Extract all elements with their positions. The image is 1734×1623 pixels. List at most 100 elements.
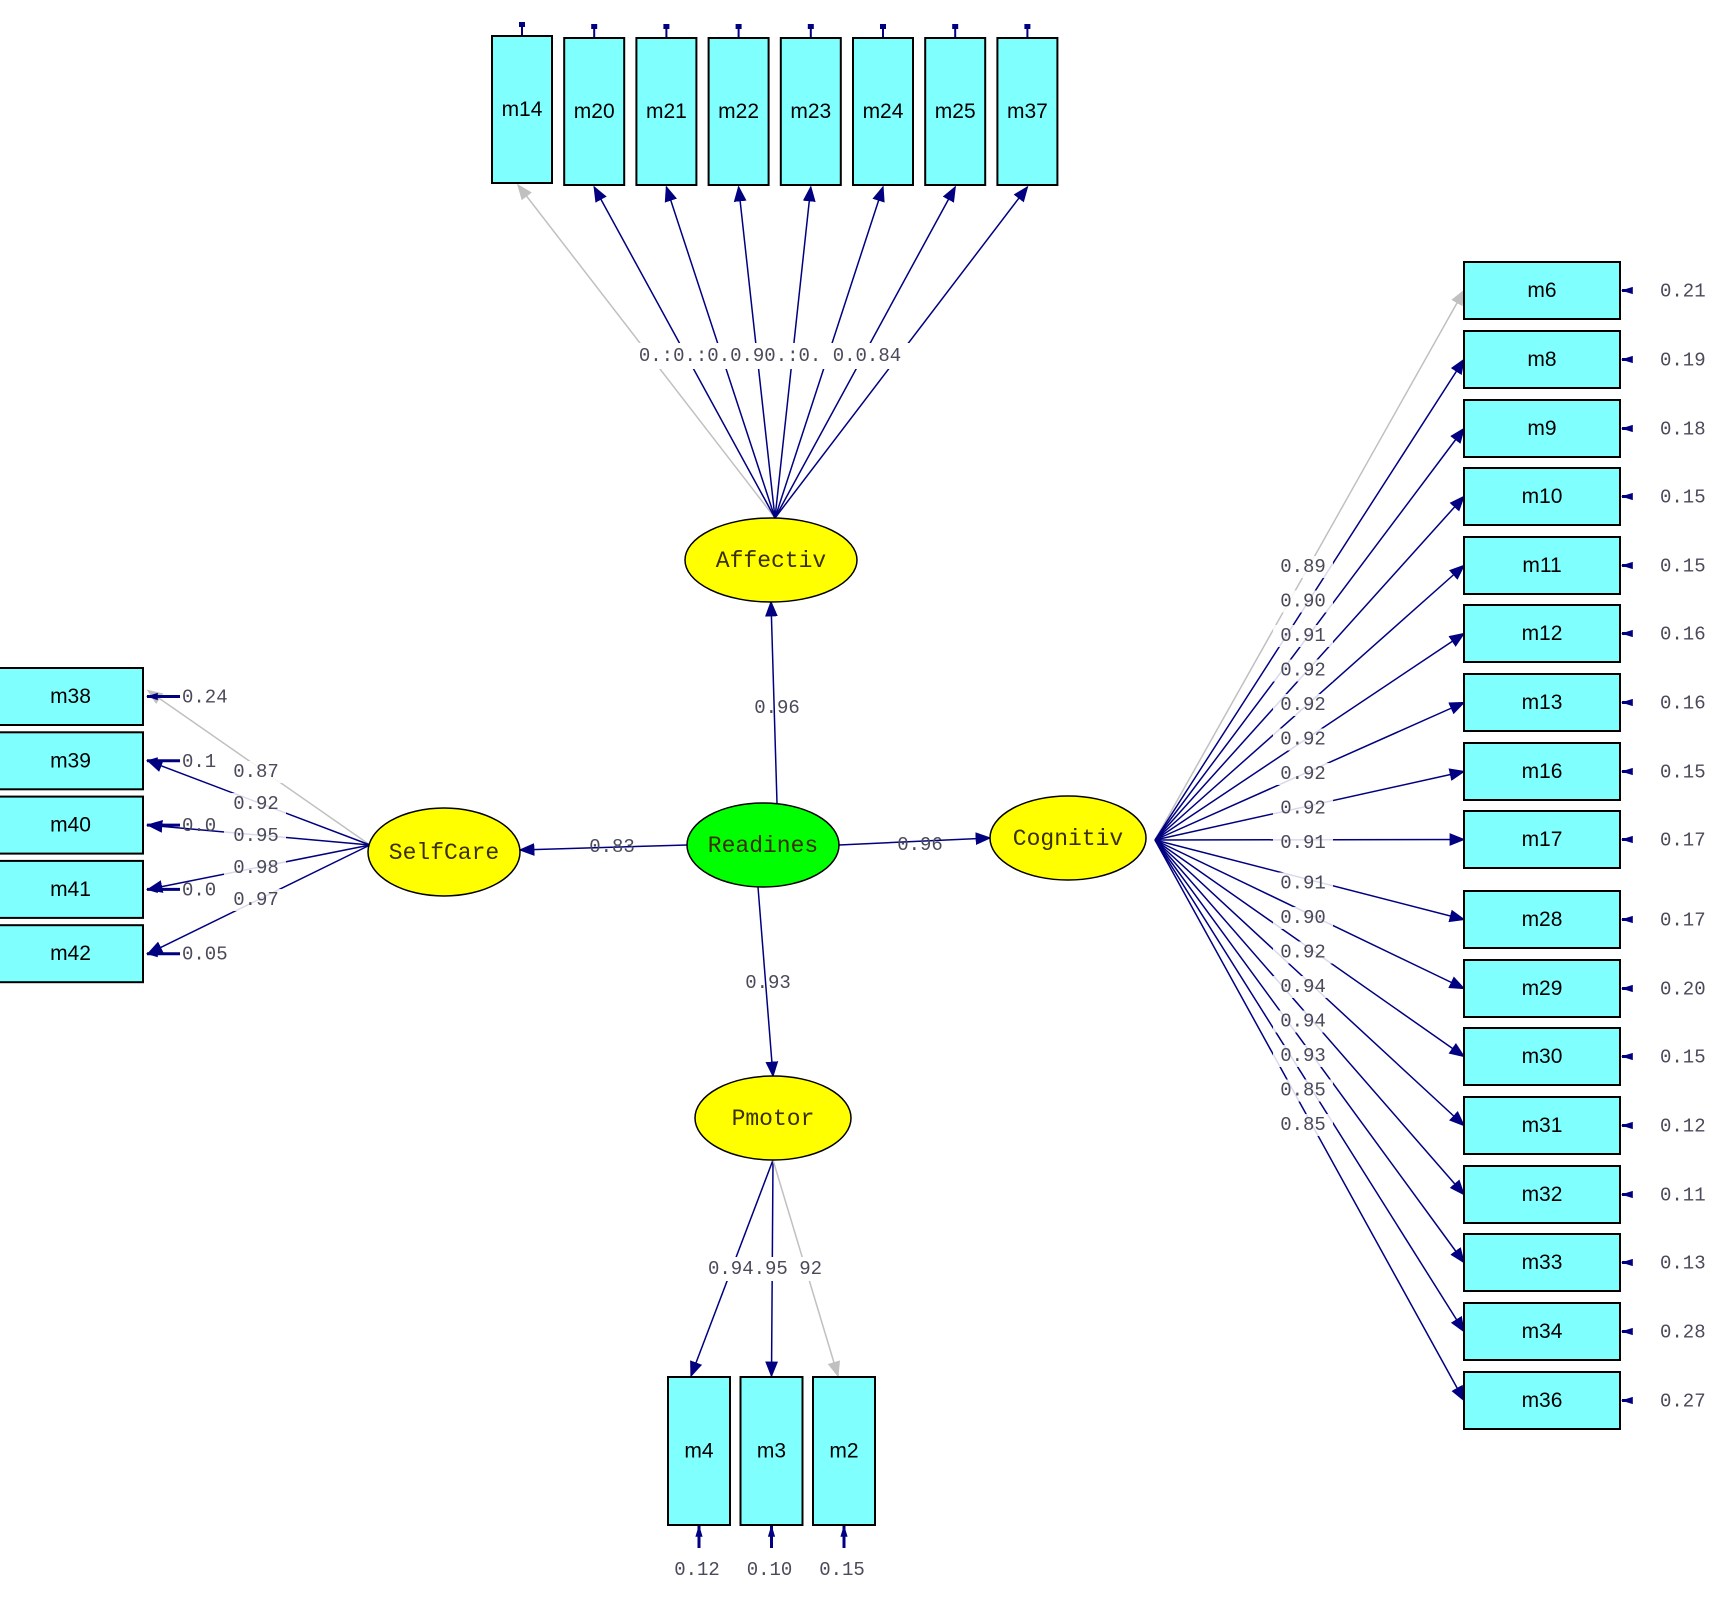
indicator-m2-label: m2 [829, 1440, 858, 1463]
affectiv-loadings-background [605, 343, 935, 369]
loading-cognitiv-m31: 0.94 [1280, 976, 1326, 998]
indicator-m29-label: m29 [1522, 977, 1563, 1000]
loading-cognitiv-m9: 0.91 [1280, 625, 1326, 647]
indicator-m4 [667, 1376, 731, 1526]
loading-bg-m34 [1273, 1079, 1333, 1102]
indicator-m39-label: m39 [50, 749, 91, 772]
loading-cognitiv-m10: 0.92 [1280, 660, 1326, 682]
residual-m9: 0.18 [1660, 419, 1706, 441]
indicator-m6-label: m6 [1527, 279, 1556, 302]
indicator-m34-label: m34 [1522, 1320, 1563, 1343]
latent-selfcare-label: SelfCare [389, 840, 499, 866]
loading-bg-m13 [1273, 763, 1333, 785]
loading-selfcare-m39: 0.92 [233, 793, 279, 815]
residual-marker-m20 [591, 24, 598, 29]
indicator-m28-label: m28 [1522, 908, 1563, 931]
residual-marker-m21 [663, 24, 670, 29]
loading-selfcare-m38: 0.87 [233, 761, 279, 783]
loading-bg-m42 [224, 889, 286, 911]
residual-m4: 0.12 [674, 1559, 720, 1581]
indicator-m10 [1463, 467, 1621, 526]
path-readines-selfcare [518, 843, 688, 856]
indicator-m21 [635, 37, 698, 186]
indicator-m25-label: m25 [935, 100, 976, 123]
affectiv-loadings-label: 0.:0.:0.0.90.:0. 0.0.84 [639, 345, 901, 367]
pmotor-loadings-background [690, 1257, 840, 1281]
indicator-m28 [1463, 890, 1621, 949]
residual-m16: 0.15 [1660, 762, 1706, 784]
loading-cognitiv-m8: 0.90 [1280, 591, 1326, 613]
loading-bg-m6 [1273, 556, 1333, 578]
indicator-m38-label: m38 [50, 685, 91, 708]
indicator-m33 [1463, 1233, 1621, 1292]
loading-bg-m29 [1273, 907, 1333, 929]
residual-m11: 0.15 [1660, 556, 1706, 578]
loading-readines-cognitiv: 0.96 [897, 834, 943, 856]
loading-selfcare-m42: 0.97 [233, 889, 279, 911]
indicator-m9-label: m9 [1527, 417, 1556, 440]
indicator-m23-label: m23 [790, 100, 831, 123]
indicator-m20 [563, 37, 626, 186]
indicator-m42-label: m42 [50, 942, 91, 965]
indicator-m8-label: m8 [1527, 348, 1556, 371]
indicator-m11-label: m11 [1522, 554, 1561, 577]
latent-affectiv-label: Affectiv [716, 548, 827, 574]
indicator-m14-label: m14 [502, 98, 543, 121]
indicator-m8 [1463, 330, 1621, 389]
loading-bg-m30 [1273, 941, 1333, 964]
residual-m6: 0.21 [1660, 281, 1706, 303]
residual-m29: 0.20 [1660, 979, 1706, 1001]
residual-marker-m24 [880, 24, 886, 29]
indicator-m12 [1463, 604, 1621, 663]
indicator-m12-label: m12 [1522, 622, 1563, 645]
indicator-m41 [0, 859, 144, 919]
loading-cognitiv-m28: 0.91 [1280, 873, 1326, 895]
pmotor-loadings-label: 0.94.95 92 [708, 1258, 822, 1280]
loading-cognitiv-m12: 0.92 [1280, 729, 1326, 751]
loading-cognitiv-m13: 0.92 [1280, 763, 1326, 785]
loading-cognitiv-m11: 0.92 [1280, 694, 1326, 716]
loading-selfcare-m41: 0.98 [233, 857, 279, 879]
residual-m30: 0.15 [1660, 1047, 1706, 1069]
latent-pmotor [694, 1075, 852, 1161]
indicator-m10-label: m10 [1522, 485, 1563, 508]
residual-m36: 0.27 [1660, 1391, 1706, 1413]
indicator-m17 [1463, 810, 1621, 869]
loading-bg-m40 [224, 825, 286, 847]
residual-m13: 0.16 [1660, 693, 1706, 715]
indicator-m13-label: m13 [1522, 691, 1563, 714]
loading-bg-m8 [1273, 590, 1333, 613]
indicator-m4-label: m4 [684, 1440, 713, 1463]
residual-marker-m14 [519, 22, 525, 27]
loading-bg-m12 [1273, 728, 1333, 751]
latent-readines [686, 802, 840, 888]
indicator-m9 [1463, 399, 1621, 458]
indicator-m17-label: m17 [1522, 828, 1563, 851]
indicator-m34 [1463, 1302, 1621, 1361]
indicator-m37 [996, 37, 1059, 186]
loading-cognitiv-m34: 0.85 [1280, 1080, 1326, 1102]
residual-m33: 0.13 [1660, 1253, 1706, 1275]
residual-m17: 0.17 [1660, 830, 1706, 852]
loading-bg-m38 [224, 761, 286, 783]
indicator-m42 [0, 924, 144, 984]
indicator-m22 [707, 37, 770, 186]
path-readines-pmotor [757, 886, 779, 1078]
residual-m40: 0.0 [182, 815, 216, 837]
latent-affectiv [684, 517, 858, 603]
residual-m3: 0.10 [747, 1559, 793, 1581]
residual-m12: 0.16 [1660, 624, 1706, 646]
latent-selfcare [367, 807, 521, 897]
loading-bg-m41 [224, 857, 286, 879]
residual-marker-m37 [1024, 24, 1031, 29]
loading-bg-m32 [1273, 1010, 1333, 1033]
loading-cognitiv-m32: 0.94 [1280, 1011, 1326, 1033]
indicator-m25 [924, 37, 987, 186]
residual-m10: 0.15 [1660, 487, 1706, 509]
loading-cognitiv-m30: 0.92 [1280, 942, 1326, 964]
indicator-m24 [852, 37, 914, 186]
indicator-m6 [1463, 261, 1621, 320]
residual-marker-m22 [735, 24, 742, 29]
residual-m31: 0.12 [1660, 1116, 1706, 1138]
